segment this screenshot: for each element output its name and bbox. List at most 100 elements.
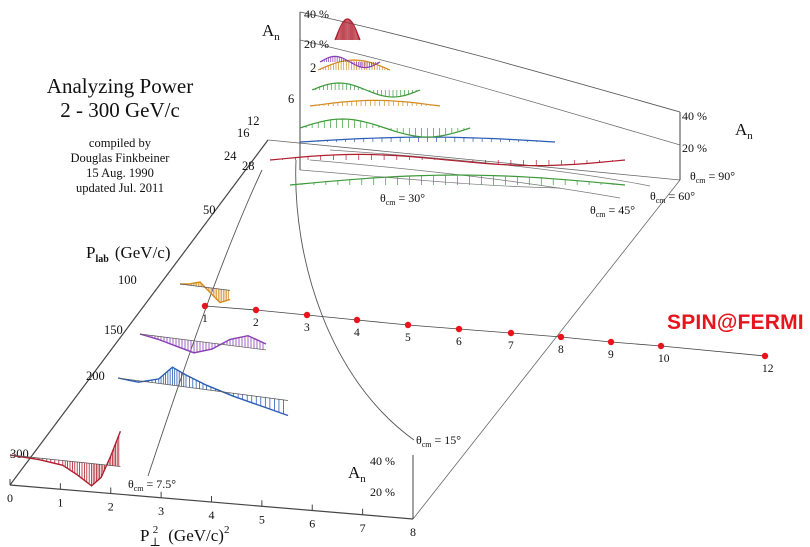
y-tick-label: 24 bbox=[224, 149, 237, 163]
spin-point bbox=[761, 352, 769, 360]
background-series-line bbox=[311, 82, 421, 98]
spin-point-label: 5 bbox=[405, 332, 411, 344]
theta-label: θcm = 30° bbox=[380, 191, 425, 207]
updated-text: updated Jul. 2011 bbox=[75, 181, 165, 195]
back-wall-top-curve bbox=[299, 11, 681, 113]
x-tick-label: 6 bbox=[309, 517, 315, 531]
date-text: 15 Aug. 1990 bbox=[86, 166, 154, 180]
z-tick-back-label: 20 % bbox=[304, 37, 329, 51]
series-200-baseline bbox=[117, 377, 289, 401]
floor-right-edge bbox=[412, 179, 681, 520]
back-wall-mid-curve bbox=[299, 39, 681, 146]
theta-7p5-curve bbox=[147, 169, 263, 477]
spin-point-label: 6 bbox=[456, 336, 462, 348]
spin-point bbox=[252, 306, 260, 314]
spin-point bbox=[404, 321, 412, 329]
series-150-baseline bbox=[139, 333, 267, 351]
spin-point-label: 3 bbox=[304, 322, 310, 334]
y-tick-label: 28 bbox=[242, 159, 255, 173]
compiled-by-text: compiled by bbox=[88, 136, 152, 150]
y-tick-label: 100 bbox=[118, 273, 137, 287]
z-tick-right-label: 40 % bbox=[682, 109, 707, 123]
chart-heading: Analyzing Power 2 - 300 GeV/c compiled b… bbox=[20, 74, 220, 196]
spin-point bbox=[607, 338, 615, 346]
x-tick-label: 3 bbox=[158, 504, 164, 518]
series-200-line bbox=[117, 366, 289, 417]
series-300-baseline bbox=[9, 454, 121, 467]
z-axis-title-top: An bbox=[262, 21, 280, 43]
z-tick-back-label: 40 % bbox=[304, 7, 329, 21]
background-series-cluster bbox=[269, 18, 626, 186]
theta-60-curve bbox=[329, 149, 651, 187]
spin-point-label: 1 bbox=[202, 313, 208, 325]
y-tick-label: 300 bbox=[10, 447, 29, 461]
spin-point-label: 2 bbox=[253, 317, 259, 329]
chart-title-line1: Analyzing Power bbox=[46, 74, 194, 98]
x-tick-label: 1 bbox=[57, 495, 63, 509]
series-300-line bbox=[9, 431, 122, 487]
x-tick-label: 7 bbox=[360, 521, 366, 535]
series-layer bbox=[9, 18, 626, 487]
chart-title-line2: 2 - 300 GeV/c bbox=[60, 98, 180, 122]
y-axis-line bbox=[9, 139, 269, 486]
spin-point-label: 7 bbox=[508, 340, 514, 352]
z-axis-title-bottom: An bbox=[348, 463, 366, 485]
spin-point bbox=[507, 329, 515, 337]
x-tick-label: 8 bbox=[410, 525, 416, 539]
z-axis-title-right: An bbox=[735, 120, 753, 142]
spin-point-label: 8 bbox=[558, 344, 564, 356]
series-100-baseline bbox=[179, 283, 231, 291]
spin-point-label: 10 bbox=[658, 353, 670, 365]
x-axis-title: P⊥2(GeV/c)2 bbox=[140, 524, 229, 547]
series-150-line bbox=[139, 333, 267, 354]
background-series-line bbox=[299, 118, 471, 138]
spin-point bbox=[201, 302, 209, 310]
spin-fermi-label: SPIN@FERMI bbox=[667, 311, 804, 334]
spin-point bbox=[657, 342, 665, 350]
theta-label: θcm = 60° bbox=[650, 189, 695, 205]
floor-back-edge bbox=[267, 139, 681, 181]
theta-label: θcm = 90° bbox=[690, 169, 735, 185]
y-axis-title: Plab(GeV/c) bbox=[86, 243, 171, 265]
background-series-line bbox=[334, 18, 361, 41]
series-300-group bbox=[9, 431, 122, 487]
spin-point bbox=[353, 316, 361, 324]
spin-point bbox=[303, 311, 311, 319]
author-text: Douglas Finkbeiner bbox=[70, 151, 170, 165]
spin-point-label: 9 bbox=[608, 349, 614, 361]
y-tick-label: 200 bbox=[86, 369, 105, 383]
theta-label: θcm = 7.5° bbox=[128, 477, 176, 493]
background-series-line bbox=[289, 174, 626, 186]
theta-label: θcm = 45° bbox=[590, 203, 635, 219]
y-tick-label: 150 bbox=[104, 323, 123, 337]
x-tick-label: 4 bbox=[209, 508, 215, 522]
x-tick-label: 5 bbox=[259, 512, 265, 526]
theta-45-curve bbox=[309, 159, 621, 199]
spin-point bbox=[455, 325, 463, 333]
series-150-group bbox=[139, 333, 267, 354]
theta-label: θcm = 15° bbox=[416, 433, 461, 449]
theta-15-curve bbox=[295, 159, 415, 441]
background-series-line bbox=[319, 55, 381, 69]
spin-point-label: 4 bbox=[354, 327, 360, 339]
x-tick-label: 0 bbox=[7, 491, 13, 505]
series-100-group bbox=[179, 281, 231, 304]
x-tick-label: 2 bbox=[108, 500, 114, 514]
background-series-line bbox=[317, 59, 391, 71]
spin-point bbox=[557, 333, 565, 341]
z-tick-right-label: 20 % bbox=[682, 141, 707, 155]
y-tick-label: 50 bbox=[203, 203, 216, 217]
y-tick-label: 6 bbox=[288, 92, 294, 106]
y-tick-label: 2 bbox=[310, 61, 316, 75]
spin-point-label: 12 bbox=[762, 363, 774, 375]
y-tick-label: 16 bbox=[237, 126, 250, 140]
background-series-line bbox=[269, 153, 626, 167]
z-tick-front-label: 40 % bbox=[370, 454, 395, 468]
y-tick-label: 12 bbox=[247, 114, 260, 128]
background-series-line bbox=[309, 99, 441, 107]
z-tick-front-label: 20 % bbox=[370, 485, 395, 499]
